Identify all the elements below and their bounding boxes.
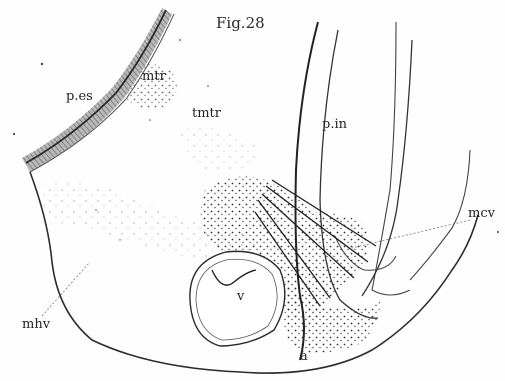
label-a: a <box>300 350 308 363</box>
p-in-tube-right <box>362 40 412 296</box>
label-p-in: p.in <box>322 118 347 131</box>
p-in-tube-far-right <box>410 150 470 280</box>
label-tmtr: tmtr <box>192 107 221 120</box>
figure-title: Fig.28 <box>216 16 265 31</box>
label-mcv: mcv <box>468 207 495 220</box>
p-in-tube-right-outer <box>372 22 410 295</box>
sparse-tissue-region-upper <box>180 128 260 173</box>
mcv-leader-line <box>352 220 470 248</box>
label-p-es: p.es <box>66 90 93 103</box>
label-v: v <box>237 290 244 303</box>
label-mtr: mtr <box>142 70 166 83</box>
label-mhv: mhv <box>22 318 50 331</box>
